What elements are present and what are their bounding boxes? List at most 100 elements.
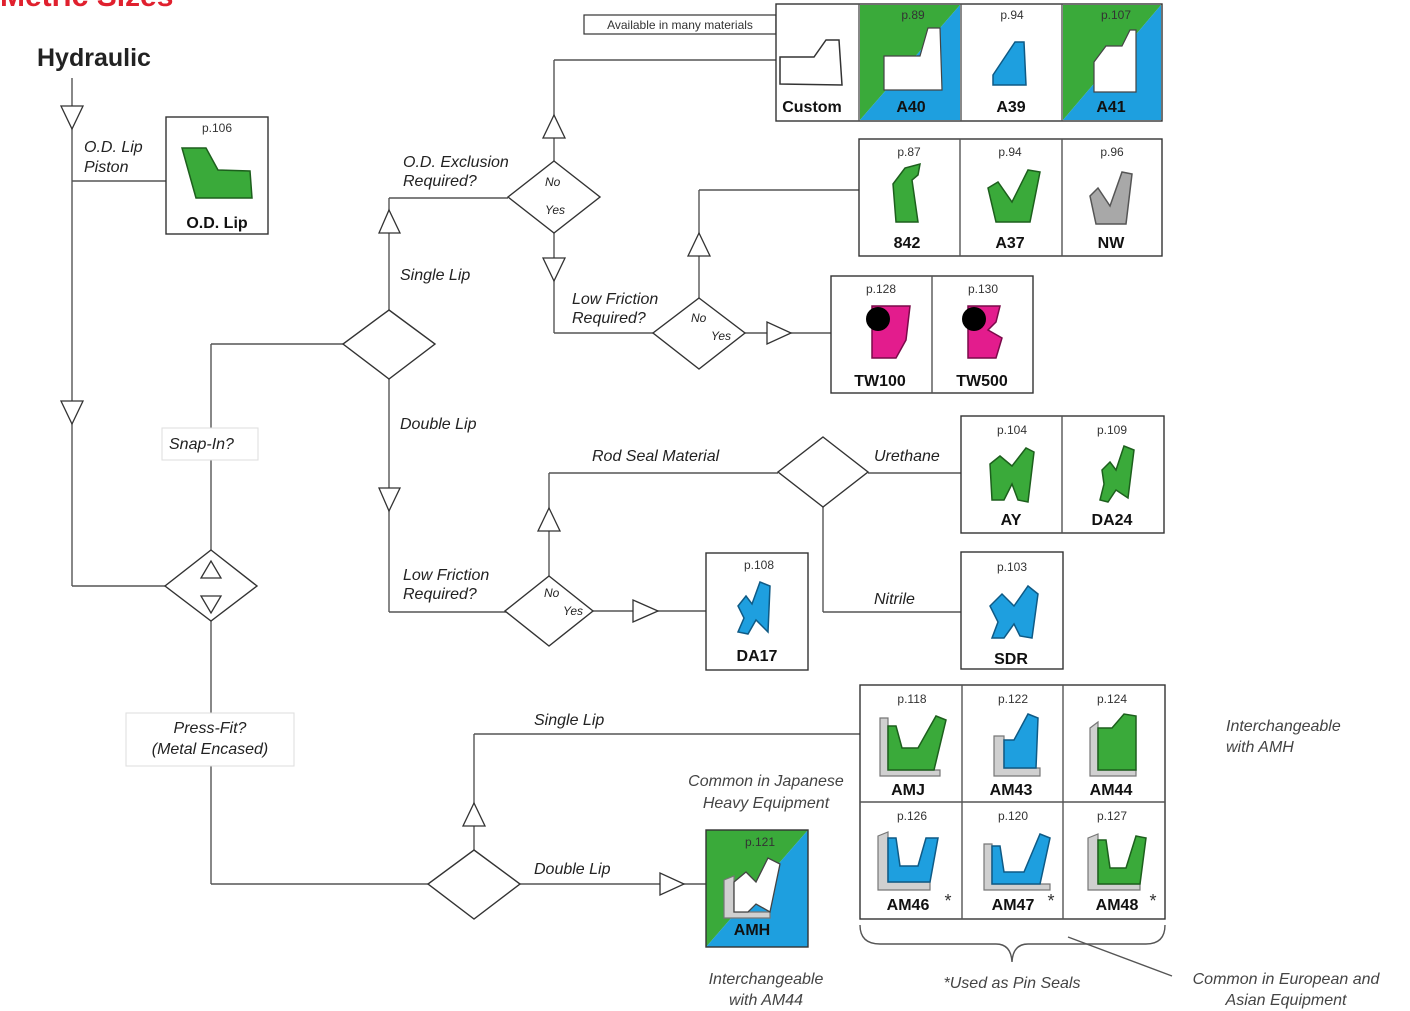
- product-a40[interactable]: p.89 A40: [860, 5, 960, 120]
- product-am47[interactable]: p.120 AM47 *: [983, 809, 1055, 914]
- a39-seal-icon: [992, 41, 1027, 86]
- svg-text:NW: NW: [1098, 235, 1126, 252]
- japanese-note-2: Heavy Equipment: [703, 795, 830, 812]
- svg-text:Custom: Custom: [782, 99, 842, 116]
- svg-text:TW500: TW500: [956, 373, 1008, 390]
- product-am48[interactable]: p.127 AM48 *: [1087, 809, 1157, 914]
- product-am44[interactable]: p.124 AM44: [1089, 692, 1137, 799]
- product-ay[interactable]: p.104 AY: [989, 423, 1035, 529]
- product-nw[interactable]: p.96 NW: [1089, 145, 1133, 252]
- svg-text:p.122: p.122: [998, 692, 1028, 706]
- european-note-2: Asian Equipment: [1225, 992, 1348, 1009]
- am46-pin-star: *: [944, 891, 951, 911]
- product-sdr[interactable]: p.103 SDR: [960, 551, 1064, 670]
- svg-text:p.103: p.103: [997, 560, 1027, 574]
- am47-pin-star: *: [1047, 891, 1054, 911]
- svg-text:A37: A37: [995, 235, 1024, 252]
- svg-text:p.130: p.130: [968, 282, 998, 296]
- double-lip-lower-label: Double Lip: [534, 861, 611, 878]
- product-da24[interactable]: p.109 DA24: [1092, 423, 1135, 529]
- svg-text:AM48: AM48: [1096, 897, 1139, 914]
- section-title: Metric Sizes: [0, 0, 173, 13]
- product-am43[interactable]: p.122 AM43: [990, 692, 1041, 799]
- od-exclusion-label: O.D. Exclusion: [403, 154, 509, 171]
- svg-text:p.124: p.124: [1097, 692, 1127, 706]
- svg-text:p.106: p.106: [202, 121, 232, 135]
- am48-seal-icon: [1097, 835, 1147, 885]
- press-fit-lip-diamond: [426, 849, 522, 920]
- single-lip-label: Single Lip: [400, 267, 470, 284]
- lip-type-diamond: [341, 309, 437, 380]
- product-amj[interactable]: p.118 AMJ: [879, 692, 947, 799]
- svg-text:AM44: AM44: [1090, 782, 1133, 799]
- low-friction-upper-no: No: [691, 311, 707, 325]
- available-many-materials-label: Available in many materials: [607, 18, 753, 32]
- svg-text:AM43: AM43: [990, 782, 1033, 799]
- svg-text:p.89: p.89: [901, 8, 925, 22]
- svg-text:AM47: AM47: [992, 897, 1035, 914]
- svg-text:p.128: p.128: [866, 282, 896, 296]
- product-od-lip[interactable]: p.106 O.D. Lip: [165, 116, 269, 235]
- low-friction-lower-diamond: [503, 575, 595, 647]
- svg-text:A40: A40: [896, 99, 925, 116]
- product-am46[interactable]: p.126 AM46 *: [877, 809, 952, 914]
- svg-text:AMJ: AMJ: [891, 782, 925, 799]
- product-a39[interactable]: p.94 A39: [992, 8, 1027, 116]
- product-a41[interactable]: p.107 A41: [1063, 5, 1161, 120]
- interchangeable-amh-note: Interchangeable: [1226, 718, 1341, 735]
- a41-seal-icon: [1093, 29, 1137, 93]
- am48-pin-star: *: [1149, 891, 1156, 911]
- page-title: Hydraulic: [37, 44, 151, 72]
- od-exclusion-diamond: [506, 160, 602, 234]
- 842-seal-icon: [892, 162, 921, 223]
- amj-seal-icon: [887, 715, 947, 771]
- da17-seal-icon: [736, 581, 771, 635]
- svg-text:AY: AY: [1001, 512, 1022, 529]
- product-amh[interactable]: p.121 AMH: [705, 829, 809, 948]
- product-tw500[interactable]: p.130 TW500: [956, 282, 1008, 390]
- rod-seal-material-label: Rod Seal Material: [592, 448, 720, 465]
- a40-seal-icon: [883, 27, 943, 91]
- product-a37[interactable]: p.94 A37: [987, 145, 1041, 252]
- low-friction-lower-label: Low Friction: [403, 567, 489, 584]
- svg-text:842: 842: [894, 235, 921, 252]
- single-lip-lower-label: Single Lip: [534, 712, 604, 729]
- product-tw100[interactable]: p.128 TW100: [854, 282, 911, 390]
- product-row-low-friction-yes: [830, 275, 1034, 394]
- low-friction-upper-yes: Yes: [711, 329, 731, 343]
- interchangeable-amh-note-2: with AMH: [1226, 739, 1294, 756]
- am43-seal-icon: [1003, 713, 1039, 769]
- svg-text:AMH: AMH: [734, 922, 770, 939]
- svg-text:p.118: p.118: [897, 692, 926, 706]
- od-lip-piston-label-2: Piston: [84, 159, 129, 176]
- tw100-oring-icon: [866, 307, 890, 331]
- urethane-label: Urethane: [874, 448, 940, 465]
- nitrile-label: Nitrile: [874, 591, 915, 608]
- svg-text:DA24: DA24: [1092, 512, 1133, 529]
- svg-text:p.94: p.94: [998, 145, 1022, 159]
- product-842[interactable]: p.87 842: [892, 145, 921, 252]
- low-friction-lower-yes: Yes: [563, 604, 583, 618]
- svg-text:AM46: AM46: [887, 897, 930, 914]
- am47-seal-icon: [991, 833, 1051, 885]
- low-friction-upper-diamond: [651, 297, 747, 370]
- od-exclusion-no: No: [545, 175, 561, 189]
- sdr-seal-icon: [989, 584, 1039, 639]
- od-exclusion-yes: Yes: [545, 203, 565, 217]
- nw-seal-icon: [1089, 171, 1133, 225]
- rod-seal-material-diamond: [776, 436, 870, 508]
- svg-text:p.87: p.87: [897, 145, 921, 159]
- press-fit-label: Press-Fit?: [174, 720, 247, 737]
- svg-text:p.107: p.107: [1101, 8, 1131, 22]
- svg-text:A39: A39: [996, 99, 1025, 116]
- svg-text:A41: A41: [1096, 99, 1125, 116]
- am46-seal-icon: [887, 837, 939, 883]
- amh-seal-icon: [733, 857, 781, 914]
- double-lip-label: Double Lip: [400, 416, 477, 433]
- svg-text:TW100: TW100: [854, 373, 906, 390]
- product-custom[interactable]: Custom: [779, 39, 843, 116]
- product-da17[interactable]: p.108 DA17: [705, 552, 809, 671]
- svg-text:p.96: p.96: [1100, 145, 1124, 159]
- svg-text:p.120: p.120: [998, 809, 1028, 823]
